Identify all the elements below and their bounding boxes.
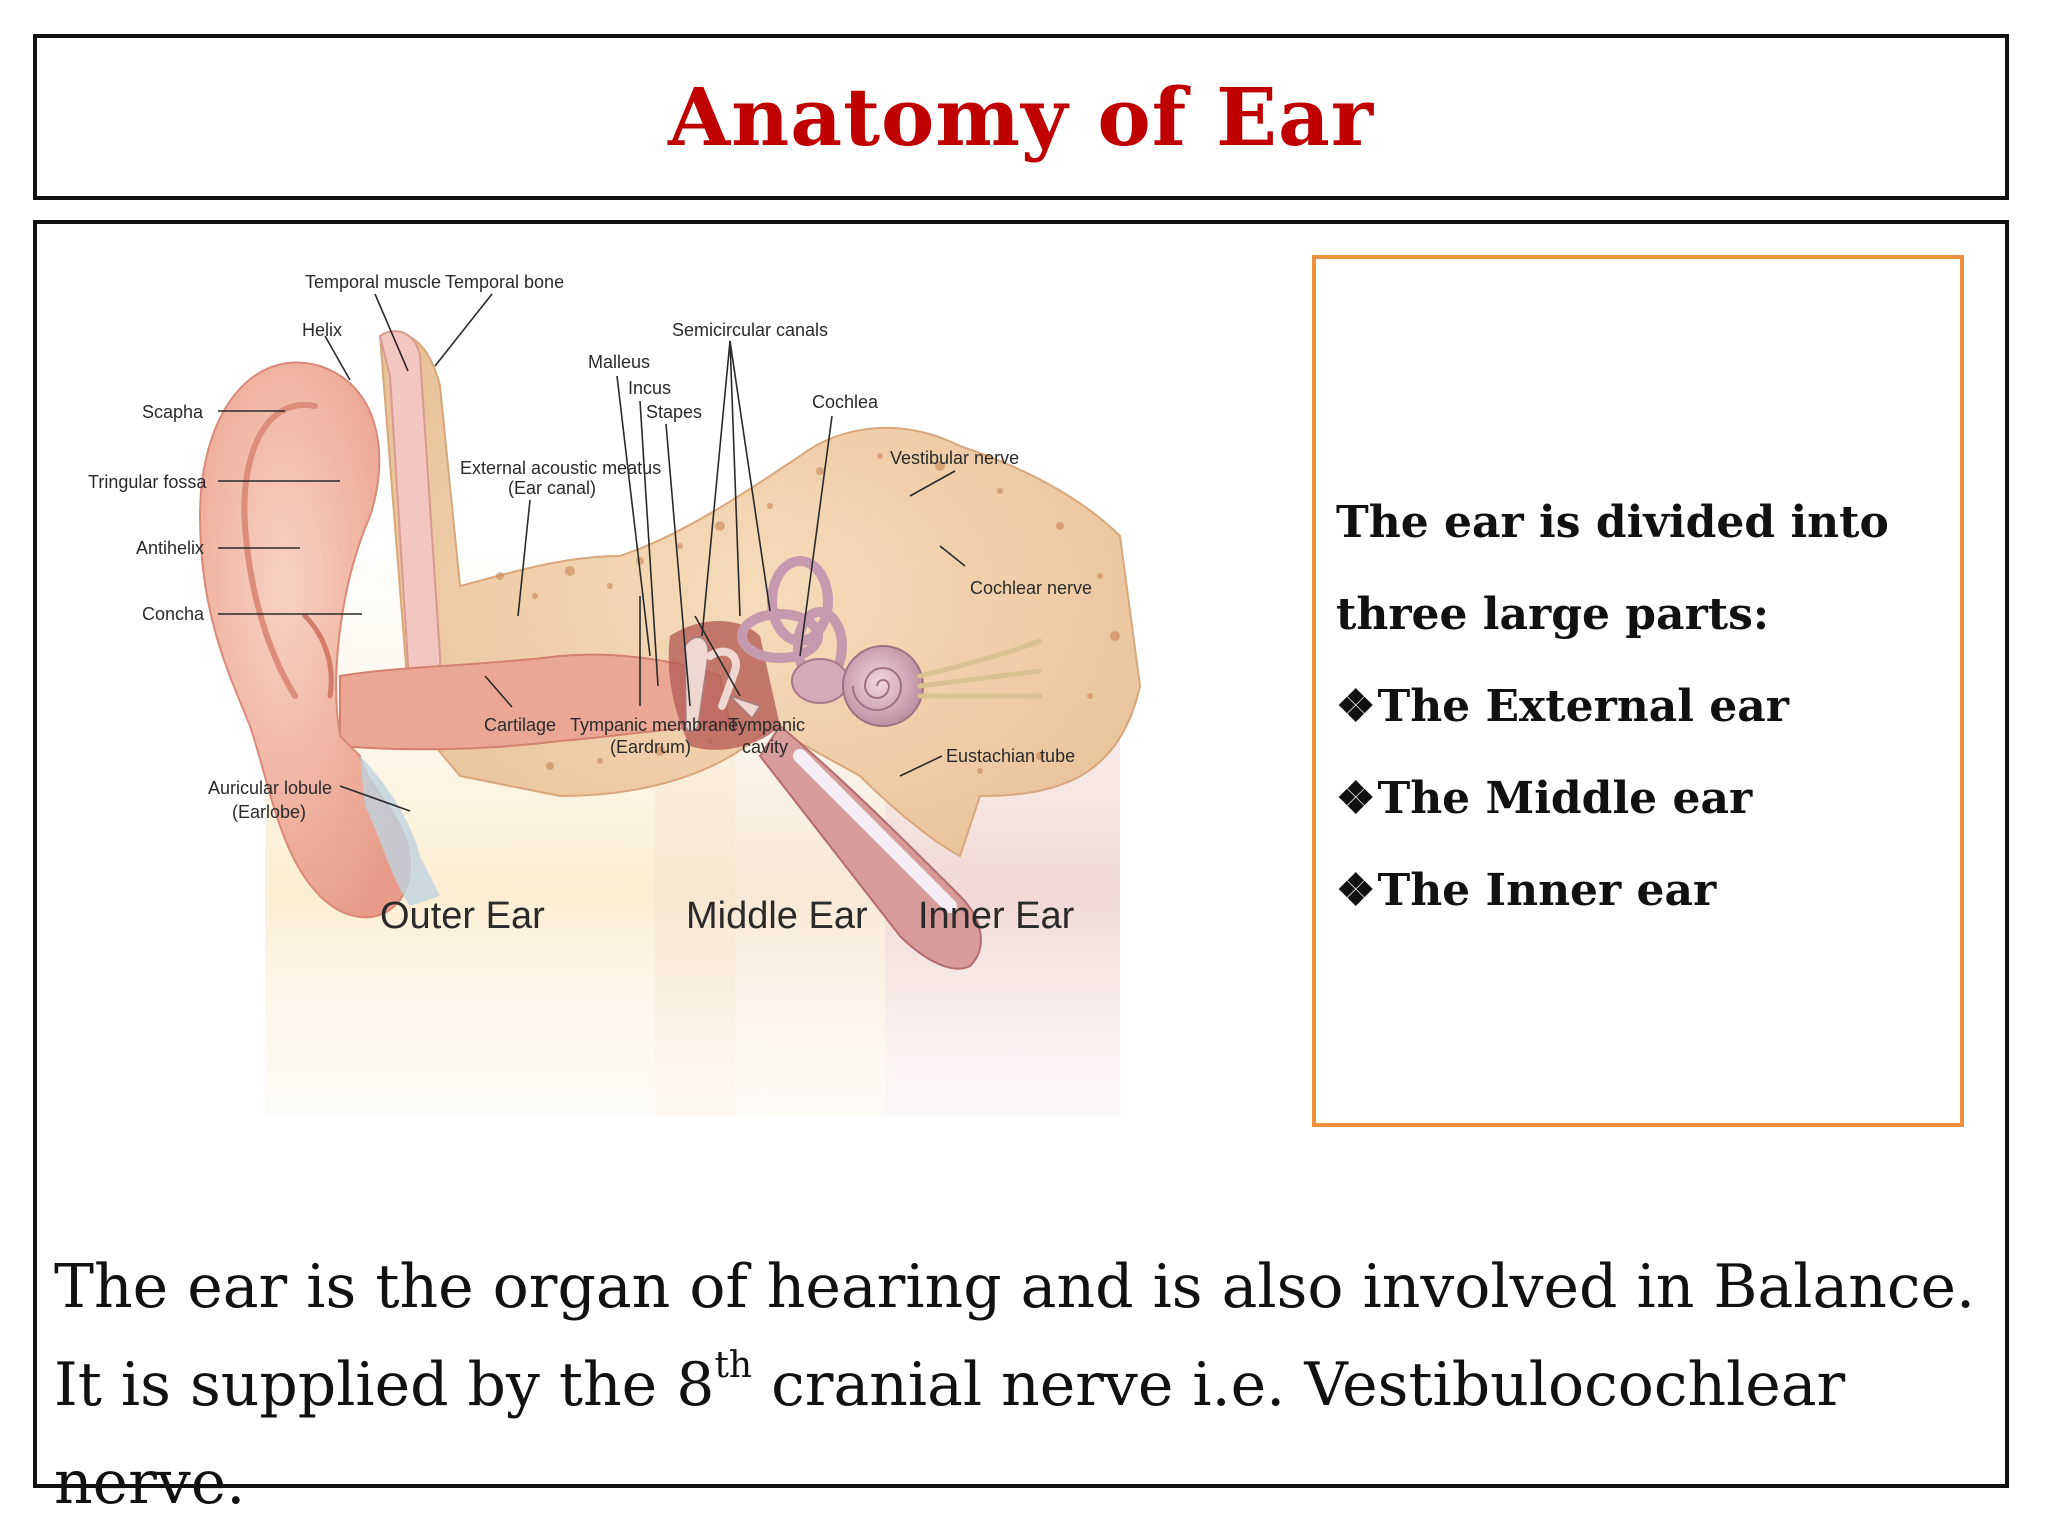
label-eardrum: (Eardrum) (610, 737, 691, 757)
slide-title: Anatomy of Ear (668, 70, 1374, 164)
label-stapes: Stapes (646, 402, 702, 422)
parts-intro-line-1: The ear is divided into (1336, 497, 1889, 548)
label-semicircular-canals: Semicircular canals (672, 320, 828, 340)
concha-ridge (302, 613, 334, 699)
description-superscript: th (714, 1345, 753, 1386)
label-scapha: Scapha (142, 402, 204, 422)
region-label-middle-ear: Middle Ear (686, 895, 868, 937)
part-item-label: The Middle ear (1377, 773, 1753, 824)
cochlea-spiral (852, 667, 903, 711)
diamond-bullet-icon: ❖ (1336, 773, 1376, 824)
malleus-shape (684, 636, 709, 733)
eustachian-tube-lumen (793, 749, 957, 913)
part-item: ❖The Middle ear (1336, 753, 1960, 845)
parts-box: The ear is divided into three large part… (1312, 255, 1964, 1127)
label-ear-canal: (Ear canal) (508, 478, 596, 498)
part-item: ❖The External ear (1336, 661, 1960, 753)
ear-anatomy-diagram: Temporal muscle Temporal bone Helix Scap… (80, 256, 1270, 1116)
label-concha: Concha (142, 604, 205, 624)
label-tympanic-membrane: Tympanic membrane (570, 715, 738, 735)
label-tympanic-cavity-1: Tympanic (728, 715, 805, 735)
region-label-outer-ear: Outer Ear (380, 895, 545, 937)
description-text-main: The ear is the organ of hearing and is a… (54, 1252, 1976, 1420)
auricle-shape (198, 361, 412, 919)
bone-texture (417, 453, 1120, 774)
label-tympanic-cavity-2: cavity (742, 737, 788, 757)
label-eustachian-tube: Eustachian tube (946, 746, 1075, 766)
eustachian-tube-shape (758, 724, 982, 970)
label-cartilage: Cartilage (484, 715, 556, 735)
diamond-bullet-icon: ❖ (1336, 865, 1376, 916)
content-box (33, 220, 2009, 1488)
label-helix: Helix (302, 320, 342, 340)
part-item-label: The External ear (1377, 681, 1789, 732)
label-external-meatus: External acoustic meatus (460, 458, 661, 478)
incus-shape (706, 647, 740, 710)
label-cochlear-nerve: Cochlear nerve (970, 578, 1092, 598)
label-vestibular-nerve: Vestibular nerve (890, 448, 1019, 468)
label-malleus: Malleus (588, 352, 650, 372)
part-item: ❖The Inner ear (1336, 845, 1960, 937)
part-item-label: The Inner ear (1377, 865, 1717, 916)
description-paragraph: The ear is the organ of hearing and is a… (54, 1238, 1984, 1532)
region-label-inner-ear: Inner Ear (918, 895, 1075, 937)
antihelix-ridge (241, 401, 318, 699)
vestibule-shape (791, 658, 849, 704)
label-auricular-lobule: Auricular lobule (208, 778, 332, 798)
label-incus: Incus (628, 378, 671, 398)
leader-lines (218, 293, 966, 812)
cartilage-shape (360, 756, 440, 906)
parts-intro-line-2: three large parts: (1336, 589, 1770, 640)
cochlea-shape (842, 645, 924, 727)
title-box: Anatomy of Ear (33, 34, 2009, 200)
label-temporal-muscle: Temporal muscle (305, 272, 441, 292)
label-cochlea: Cochlea (812, 392, 879, 412)
label-temporal-bone: Temporal bone (445, 272, 564, 292)
stapes-shape (729, 695, 762, 720)
label-triangular-fossa: Tringular fossa (88, 472, 207, 492)
vestibulocochlear-nerve-shape (917, 638, 1043, 699)
diamond-bullet-icon: ❖ (1336, 681, 1376, 732)
label-antihelix: Antihelix (136, 538, 204, 558)
description-text-end: cranial nerve i.e. Vestibulocochlear ner… (54, 1350, 1846, 1518)
label-earlobe: (Earlobe) (232, 802, 306, 822)
